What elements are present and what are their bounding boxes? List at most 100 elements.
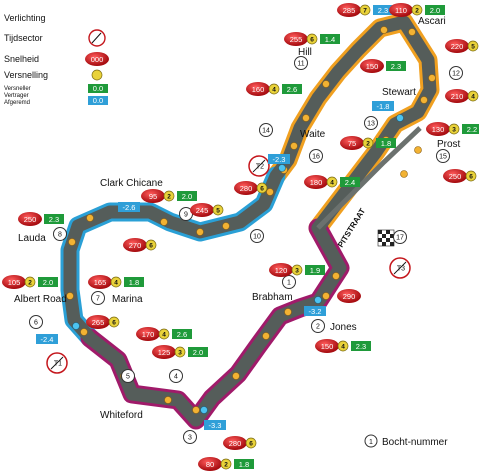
gear-icon: [448, 123, 460, 135]
corner-number: 7: [96, 296, 100, 303]
speed-ball: [389, 3, 413, 17]
gear-value: 6: [149, 242, 153, 249]
gear-value: 4: [471, 93, 475, 100]
gear-value: 3: [295, 267, 299, 274]
gear-value: 6: [249, 440, 253, 447]
speed-value: 80: [206, 460, 214, 469]
corner-number: 4: [174, 374, 178, 381]
decel-value: -3.3: [209, 421, 222, 430]
speed-callout: 265 6: [86, 315, 120, 329]
gear-value: 6: [310, 36, 314, 43]
accel-box: [425, 5, 445, 15]
corner-marker: 5: [121, 369, 135, 383]
corner-number: 17: [396, 235, 404, 242]
speed-value: 280: [229, 439, 242, 448]
gear-icon: [110, 276, 122, 288]
sector-markers: [72, 114, 404, 414]
accel-value: 2.3: [49, 215, 59, 224]
speed-callout: 95 2 2.0: [141, 189, 197, 203]
accel-box: [38, 277, 58, 287]
gear-value: 5: [216, 207, 220, 214]
corner-number: 14: [262, 128, 270, 135]
label-ascari: Ascari: [418, 16, 446, 27]
speed-value: 125: [158, 348, 171, 357]
decel-value: -3.2: [309, 307, 322, 316]
accel-box: [386, 61, 406, 71]
speed-ball: [86, 315, 110, 329]
corner-number: 9: [184, 212, 188, 219]
speed-value: 95: [149, 192, 157, 201]
gear-icon: [158, 328, 170, 340]
speed-value: 220: [451, 42, 464, 51]
corner-number: 12: [452, 71, 460, 78]
corner-marker: 13: [364, 116, 378, 130]
accel-value: 2.2: [467, 125, 477, 134]
speed-ball: [88, 275, 112, 289]
corner-marker: 3: [183, 430, 197, 444]
accel-box: [462, 124, 479, 134]
accel-box: [234, 459, 254, 469]
legend-bocht-nummer: Bocht-nummer: [382, 437, 448, 448]
corner-number: 11: [297, 61, 304, 68]
gear-icon: [91, 69, 103, 81]
accel-value: 2.4: [345, 178, 355, 187]
legend: Verlichting Tijdsector Snelheid 000 Vers…: [4, 13, 448, 448]
bocht-nummer-legend: 1 Bocht-nummer: [364, 434, 448, 448]
time-sector-marker: T1: [46, 352, 68, 374]
gear-icon: [174, 346, 186, 358]
label-waite: Waite: [300, 129, 326, 140]
pit-lane: [316, 126, 422, 230]
accel-value: 1.8: [129, 278, 139, 287]
speed-ball: [340, 136, 364, 150]
time-sector-marker: T2: [248, 155, 270, 177]
time-sector-marker: T3: [389, 257, 411, 279]
speed-ball: [284, 32, 308, 46]
gear-icon: [291, 264, 303, 276]
accel-value: 1.4: [325, 35, 335, 44]
speed-value: 250: [449, 172, 462, 181]
speed-value: 105: [8, 278, 21, 287]
label-brabham: Brabham: [252, 292, 293, 303]
accel-value: 2.0: [430, 6, 440, 15]
legend-line-3: Afgeremd: [4, 100, 30, 106]
corner-number: 5: [126, 374, 130, 381]
gear-value: 2: [415, 7, 419, 14]
legend-line-2: Vertrager: [4, 93, 29, 99]
accel-box: [351, 341, 371, 351]
speed-callout: 290: [337, 289, 361, 303]
speed-ball: [426, 122, 450, 136]
speed-ball: [141, 189, 165, 203]
time-sector-label: T3: [397, 266, 405, 273]
gear-icon: [337, 340, 349, 352]
corner-number: 3: [188, 435, 192, 442]
decel-value: -2.6: [123, 203, 136, 212]
corner-marker: 2: [311, 319, 325, 333]
legend-blue-value: 0.0: [93, 96, 103, 105]
accel-box: [177, 191, 197, 201]
accel-value: 2.0: [182, 192, 192, 201]
speed-value: 265: [92, 318, 105, 327]
speed-value: 150: [366, 62, 379, 71]
corner-number: 6: [34, 320, 38, 327]
decel-value: -2.3: [273, 155, 286, 164]
speed-ball: [445, 89, 469, 103]
accel-value: 1.9: [310, 266, 320, 275]
gear-value: 2: [167, 193, 171, 200]
gear-value: 6: [112, 319, 116, 326]
decel-box: -2.3: [268, 154, 290, 164]
accel-value: 2.3: [378, 6, 388, 15]
speed-value: 280: [240, 184, 253, 193]
gear-icon: [108, 316, 120, 328]
corner-marker: 1: [282, 275, 296, 289]
speed-ball: [304, 175, 328, 189]
